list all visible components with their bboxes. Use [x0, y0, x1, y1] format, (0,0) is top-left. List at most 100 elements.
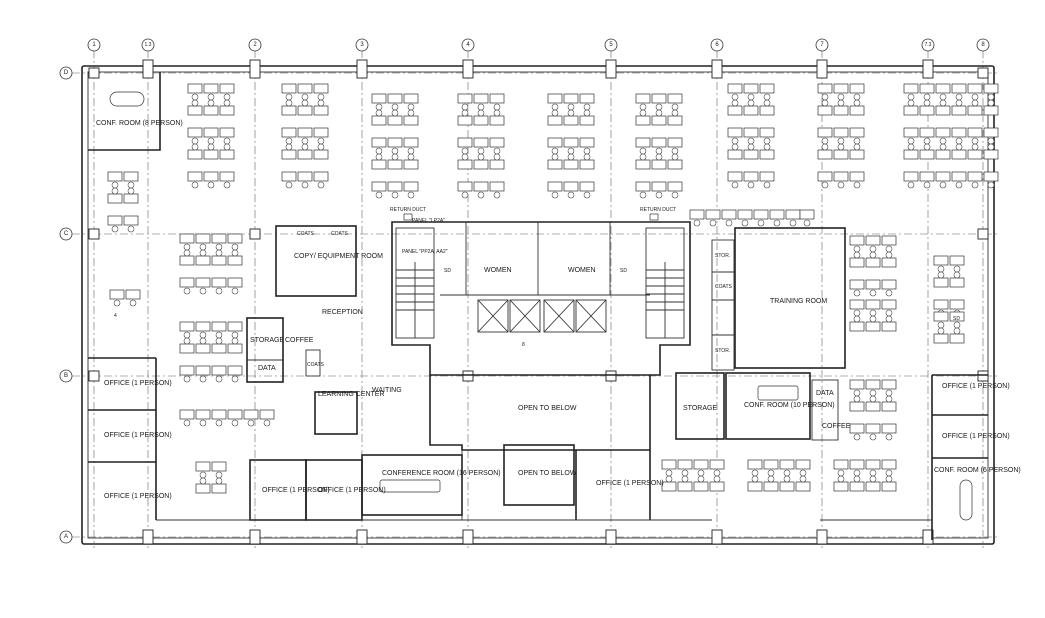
workstation-desk — [983, 105, 999, 116]
workstation-desk — [951, 83, 967, 94]
svg-text:2: 2 — [253, 42, 257, 48]
chair — [697, 469, 705, 477]
training-room-label: TRAINING ROOM — [770, 298, 827, 305]
workstation-desk — [195, 277, 211, 288]
open-to-below-label-1: OPEN TO BELOW — [518, 405, 577, 412]
chair — [567, 191, 575, 199]
workstation-desk — [227, 321, 243, 332]
workstation-desk — [313, 105, 329, 116]
workstation-desk — [903, 149, 919, 160]
grid-bubble-2: 2 — [248, 38, 262, 52]
chair — [971, 93, 979, 101]
chair — [183, 337, 191, 345]
chair — [923, 143, 931, 151]
workstation-desk — [785, 209, 801, 220]
chair — [885, 395, 893, 403]
workstation-desk — [661, 481, 677, 492]
chair — [939, 181, 947, 189]
chair — [183, 419, 191, 427]
workstation-desk — [195, 233, 211, 244]
chair — [183, 249, 191, 257]
chair — [837, 181, 845, 189]
workstation-desk — [935, 127, 951, 138]
svg-text:B: B — [64, 373, 68, 379]
office-bottom-2-label: OFFICE (1 PERSON) — [318, 487, 386, 494]
chair — [763, 99, 771, 107]
workstation-desk — [769, 209, 785, 220]
chair — [493, 147, 501, 155]
workstation-desk — [667, 115, 683, 126]
workstation-desk — [933, 311, 949, 322]
workstation-desk — [219, 149, 235, 160]
chair — [127, 181, 135, 189]
chair — [671, 103, 679, 111]
chair — [477, 103, 485, 111]
workstation-desk — [579, 137, 595, 148]
chair — [129, 299, 137, 307]
workstation-desk — [211, 461, 227, 472]
workstation-desk — [727, 105, 743, 116]
workstation-desk — [219, 171, 235, 182]
chair — [987, 93, 995, 101]
chair — [937, 271, 945, 279]
workstation-desk — [865, 235, 881, 246]
workstation-desk — [949, 277, 965, 288]
workstation-desk — [243, 409, 259, 420]
workstation-desk — [833, 171, 849, 182]
chair — [301, 99, 309, 107]
workstation-desk — [759, 171, 775, 182]
waiting-label: WAITING — [372, 387, 402, 394]
chair — [907, 93, 915, 101]
workstation-desk — [759, 105, 775, 116]
workstation-desk — [457, 93, 473, 104]
workstation-desk — [949, 333, 965, 344]
workstation-desk — [297, 105, 313, 116]
workstation-desk — [547, 181, 563, 192]
office-bottom-1-label: OFFICE (1 PERSON) — [262, 487, 330, 494]
chair — [767, 475, 775, 483]
data-label-1: DATA — [258, 365, 276, 372]
workstation-desk — [865, 257, 881, 268]
workstation-desk — [833, 149, 849, 160]
chair — [789, 219, 797, 227]
chair — [567, 103, 575, 111]
coats-label-1: COATS — [297, 231, 315, 237]
chair — [853, 433, 861, 441]
chair — [885, 315, 893, 323]
workstation-desk — [187, 105, 203, 116]
workstation-desk — [693, 459, 709, 470]
workstation-desk — [403, 93, 419, 104]
chair — [477, 153, 485, 161]
chair — [757, 219, 765, 227]
chair — [869, 251, 877, 259]
chair — [955, 137, 963, 145]
workstation-desk — [195, 255, 211, 266]
chair — [665, 475, 673, 483]
chair — [955, 93, 963, 101]
coats-label-2: COATS — [331, 231, 349, 237]
grid-bubble-4: 4 — [461, 38, 475, 52]
chair — [551, 147, 559, 155]
workstation-desk — [849, 149, 865, 160]
workstation-desk — [179, 321, 195, 332]
women-label-2: WOMEN — [568, 267, 596, 274]
chair — [681, 475, 689, 483]
workstation-desk — [579, 159, 595, 170]
chair — [853, 251, 861, 259]
workstation-desk — [903, 105, 919, 116]
workstation-desk — [919, 171, 935, 182]
chair — [639, 147, 647, 155]
chair — [885, 433, 893, 441]
chair — [907, 99, 915, 107]
chair — [837, 93, 845, 101]
svg-text:1.3: 1.3 — [145, 42, 152, 48]
workstation-desk — [689, 209, 705, 220]
workstation-desk — [227, 277, 243, 288]
workstation-desk — [195, 343, 211, 354]
office-left-3-label: OFFICE (1 PERSON) — [104, 493, 172, 500]
chair — [583, 103, 591, 111]
workstation-desk — [179, 365, 195, 376]
chair — [391, 109, 399, 117]
chair — [551, 109, 559, 117]
chair — [837, 469, 845, 477]
